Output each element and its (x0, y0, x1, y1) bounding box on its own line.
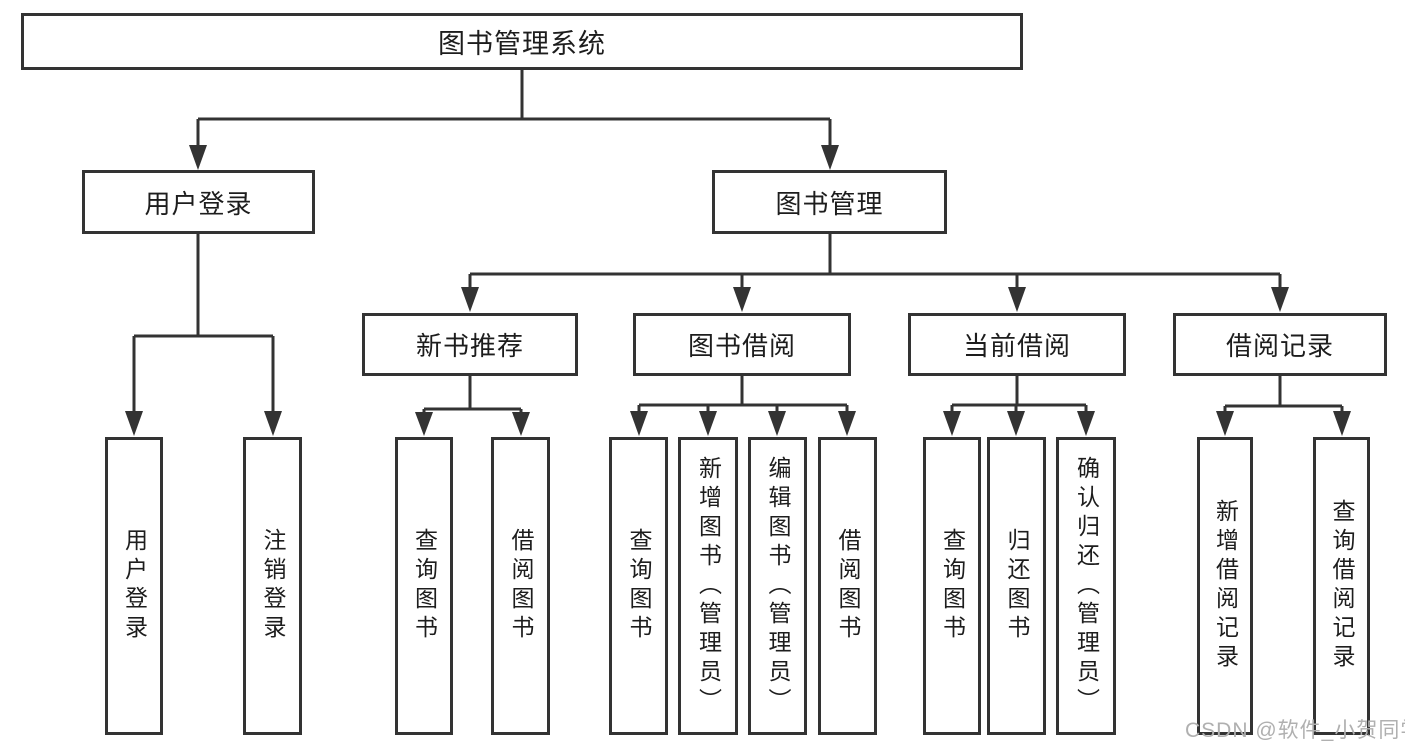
leaf-return-book-label: 归还图书 (1004, 528, 1030, 644)
connector-user-login-children (125, 234, 282, 436)
node-book-mgmt-label: 图书管理 (775, 188, 884, 219)
leaf-query-book-1: 查询图书 (395, 437, 453, 735)
csdn-watermark: CSDN @软件_小贺同学 (1185, 719, 1405, 742)
leaf-borrow-book-2-label: 借阅图书 (835, 528, 861, 644)
leaf-edit-book-admin-label: 编辑图书（管理员） (765, 455, 791, 717)
leaf-edit-book-admin: 编辑图书（管理员） (748, 437, 807, 735)
node-user-login: 用户登录 (82, 170, 315, 234)
node-book-mgmt: 图书管理 (712, 170, 947, 234)
leaf-query-book-3-label: 查询图书 (939, 528, 966, 644)
leaf-query-borrow-record-label: 查询借阅记录 (1329, 499, 1355, 673)
leaf-logout: 注销登录 (243, 437, 302, 735)
leaf-query-borrow-record: 查询借阅记录 (1313, 437, 1370, 735)
node-user-login-label: 用户登录 (144, 188, 253, 219)
leaf-query-book-1-label: 查询图书 (411, 528, 438, 644)
leaf-user-login: 用户登录 (105, 437, 163, 735)
leaf-confirm-return-admin: 确认归还（管理员） (1056, 437, 1116, 735)
connector-current-borrow-children (943, 376, 1095, 436)
leaf-add-borrow-record-label: 新增借阅记录 (1212, 499, 1239, 673)
node-new-book-rec-label: 新书推荐 (415, 331, 524, 361)
connector-book-mgmt-to-level2 (461, 234, 1289, 312)
leaf-borrow-book-1: 借阅图书 (491, 437, 550, 735)
node-current-borrow: 当前借阅 (908, 313, 1126, 376)
leaf-return-book: 归还图书 (987, 437, 1046, 735)
leaf-add-borrow-record: 新增借阅记录 (1197, 437, 1253, 735)
leaf-query-book-2-label: 查询图书 (626, 528, 652, 644)
leaf-query-book-3: 查询图书 (923, 437, 981, 735)
leaf-add-book-admin: 新增图书（管理员） (678, 437, 738, 735)
leaf-borrow-book-2: 借阅图书 (818, 437, 877, 735)
connector-borrow-record-children (1216, 376, 1351, 436)
connector-root-to-level1 (189, 70, 839, 170)
connector-book-borrow-children (630, 376, 856, 436)
leaf-borrow-book-1-label: 借阅图书 (508, 528, 534, 644)
node-book-borrow-label: 图书借阅 (687, 331, 796, 361)
node-root-label: 图书管理系统 (438, 29, 606, 59)
connector-new-book-children (415, 376, 530, 436)
leaf-query-book-2: 查询图书 (609, 437, 668, 735)
leaf-user-login-label: 用户登录 (121, 528, 148, 644)
node-book-borrow: 图书借阅 (633, 313, 851, 376)
leaf-confirm-return-admin-label: 确认归还（管理员） (1073, 455, 1100, 717)
leaf-logout-label: 注销登录 (260, 528, 286, 644)
leaf-add-book-admin-label: 新增图书（管理员） (695, 455, 722, 717)
node-borrow-record-label: 借阅记录 (1225, 331, 1334, 361)
node-new-book-rec: 新书推荐 (362, 313, 578, 376)
node-root-system: 图书管理系统 (21, 13, 1023, 70)
node-current-borrow-label: 当前借阅 (962, 331, 1071, 361)
node-borrow-record: 借阅记录 (1173, 313, 1387, 376)
